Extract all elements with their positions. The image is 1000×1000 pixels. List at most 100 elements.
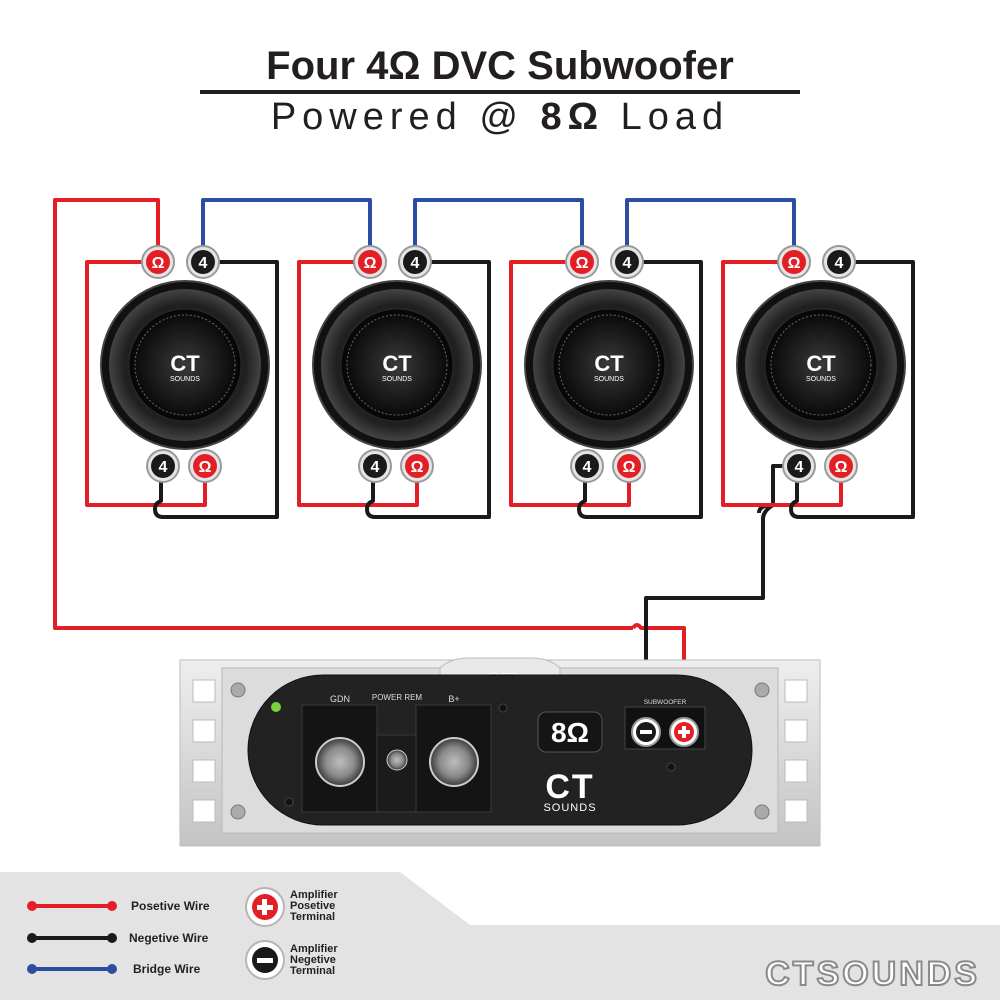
heatsink-fins-left bbox=[192, 679, 216, 823]
screw-icon bbox=[230, 682, 246, 698]
terminal-minus-label: 4 bbox=[623, 255, 632, 272]
bottom-minus-terminal-icon: 4 bbox=[570, 449, 604, 483]
power-block-mid bbox=[376, 734, 417, 813]
subwoofer-logo-small: SOUNDS bbox=[382, 376, 412, 383]
screw-icon bbox=[230, 804, 246, 820]
bottom-minus-terminal-icon: 4 bbox=[358, 449, 392, 483]
subwoofer-logo: CT bbox=[806, 351, 836, 376]
terminal-minus-label: 4 bbox=[371, 459, 380, 476]
legend-amp-neg-line3: Terminal bbox=[290, 965, 335, 977]
bottom-minus-terminal-icon: 4 bbox=[782, 449, 816, 483]
subwoofer-stitching bbox=[770, 314, 872, 416]
subtitle-post: Load bbox=[604, 96, 730, 138]
terminal-plus-label: Ω bbox=[835, 459, 848, 476]
bplus-terminal-icon bbox=[429, 737, 479, 787]
amp-logo-small: SOUNDS bbox=[543, 802, 596, 814]
panel-screw-icon bbox=[666, 762, 676, 772]
load-badge bbox=[537, 711, 603, 753]
terminal-minus-label: 4 bbox=[199, 255, 208, 272]
subwoofer-logo-small: SOUNDS bbox=[806, 376, 836, 383]
subwoofer-logo: CT bbox=[170, 351, 200, 376]
subwoofer-logo: CT bbox=[594, 351, 624, 376]
bottom-plus-terminal-icon: Ω bbox=[188, 449, 222, 483]
terminal-minus-label: 4 bbox=[835, 255, 844, 272]
subtitle-pre: Powered @ bbox=[270, 96, 541, 138]
subwoofer-cone bbox=[128, 308, 242, 422]
legend-positive-wire-icon bbox=[27, 901, 117, 911]
subwoofer-wiring bbox=[721, 260, 915, 519]
panel-screw-icon bbox=[284, 797, 294, 807]
subwoofer-cone bbox=[552, 308, 666, 422]
top-plus-terminal-icon: Ω bbox=[141, 245, 175, 279]
gnd-terminal-icon bbox=[315, 737, 365, 787]
top-plus-terminal-icon: Ω bbox=[353, 245, 387, 279]
subwoofer-cone bbox=[340, 308, 454, 422]
legend-amp-pos-line3: Terminal bbox=[290, 911, 335, 923]
terminal-plus-label: Ω bbox=[152, 255, 165, 272]
top-minus-terminal-icon: 4 bbox=[822, 245, 856, 279]
subwoofer-logo-small: SOUNDS bbox=[170, 376, 200, 383]
top-minus-terminal-icon: 4 bbox=[398, 245, 432, 279]
bridge-wire bbox=[201, 198, 372, 250]
amp-load-label: 8Ω bbox=[551, 717, 589, 748]
diagram-title: Four 4Ω DVC Subwoofer bbox=[266, 44, 734, 88]
top-minus-terminal-icon: 4 bbox=[186, 245, 220, 279]
terminal-plus-label: Ω bbox=[788, 255, 801, 272]
legend-bridge-wire-icon bbox=[27, 964, 117, 974]
amp-positive-terminal-icon bbox=[669, 717, 699, 747]
top-plus-terminal-icon: Ω bbox=[777, 245, 811, 279]
legend-negative-label: Negetive Wire bbox=[129, 931, 209, 945]
legend-bridge-label: Bridge Wire bbox=[133, 962, 201, 976]
top-minus-terminal-icon: 4 bbox=[610, 245, 644, 279]
brand-logo: CTSOUNDS bbox=[765, 955, 980, 993]
subwoofer-logo: CT bbox=[382, 351, 412, 376]
rem-terminal-icon bbox=[386, 749, 408, 771]
screw-icon bbox=[754, 804, 770, 820]
terminal-plus-label: Ω bbox=[364, 255, 377, 272]
legend-positive-label: Posetive Wire bbox=[131, 899, 210, 913]
terminal-minus-label: 4 bbox=[795, 459, 804, 476]
legend-amp-neg-line1: Amplifier bbox=[290, 943, 338, 955]
subwoofer-stitching bbox=[346, 314, 448, 416]
gnd-label: GDN bbox=[330, 694, 350, 704]
terminal-minus-label: 4 bbox=[159, 459, 168, 476]
amp-logo-big: CT bbox=[545, 768, 594, 806]
terminal-plus-label: Ω bbox=[199, 459, 212, 476]
title-rule bbox=[200, 90, 800, 94]
terminal-plus-label: Ω bbox=[623, 459, 636, 476]
legend-amp-pos-line1: Amplifier bbox=[290, 889, 338, 901]
main-positive-wire bbox=[53, 198, 633, 630]
subwoofer-logo-small: SOUNDS bbox=[594, 376, 624, 383]
terminal-plus-label: Ω bbox=[576, 255, 589, 272]
main-positive-wire-2 bbox=[631, 623, 686, 718]
legend-negative-wire-icon bbox=[27, 933, 117, 943]
terminal-plus-label: Ω bbox=[411, 459, 424, 476]
bottom-plus-terminal-icon: Ω bbox=[612, 449, 646, 483]
subwoofer-stitching bbox=[134, 314, 236, 416]
subtitle-load: 8Ω bbox=[540, 96, 605, 138]
amp-negative-terminal-icon bbox=[631, 717, 661, 747]
subwoofer-cone bbox=[764, 308, 878, 422]
bridge-wire bbox=[625, 198, 796, 250]
bridge-wire bbox=[413, 198, 584, 250]
terminal-minus-label: 4 bbox=[411, 255, 420, 272]
subwoofer-stitching bbox=[558, 314, 660, 416]
legend-amp-neg-line2: Negetive bbox=[290, 954, 336, 966]
rem-label: POWER REM bbox=[372, 693, 423, 702]
subwoofer-wiring bbox=[509, 198, 796, 519]
bottom-plus-terminal-icon: Ω bbox=[400, 449, 434, 483]
legend-amp-pos-line2: Posetive bbox=[290, 900, 335, 912]
power-led-icon bbox=[271, 702, 281, 712]
panel-screw-icon bbox=[498, 703, 508, 713]
legend-amp-negative-icon bbox=[245, 940, 285, 980]
bottom-minus-terminal-icon: 4 bbox=[146, 449, 180, 483]
subwoofer-wiring bbox=[297, 198, 584, 519]
bplus-label: B+ bbox=[448, 694, 459, 704]
subwoofer-label: SUBWOOFER bbox=[644, 699, 687, 706]
subwoofer-wiring bbox=[85, 198, 372, 519]
